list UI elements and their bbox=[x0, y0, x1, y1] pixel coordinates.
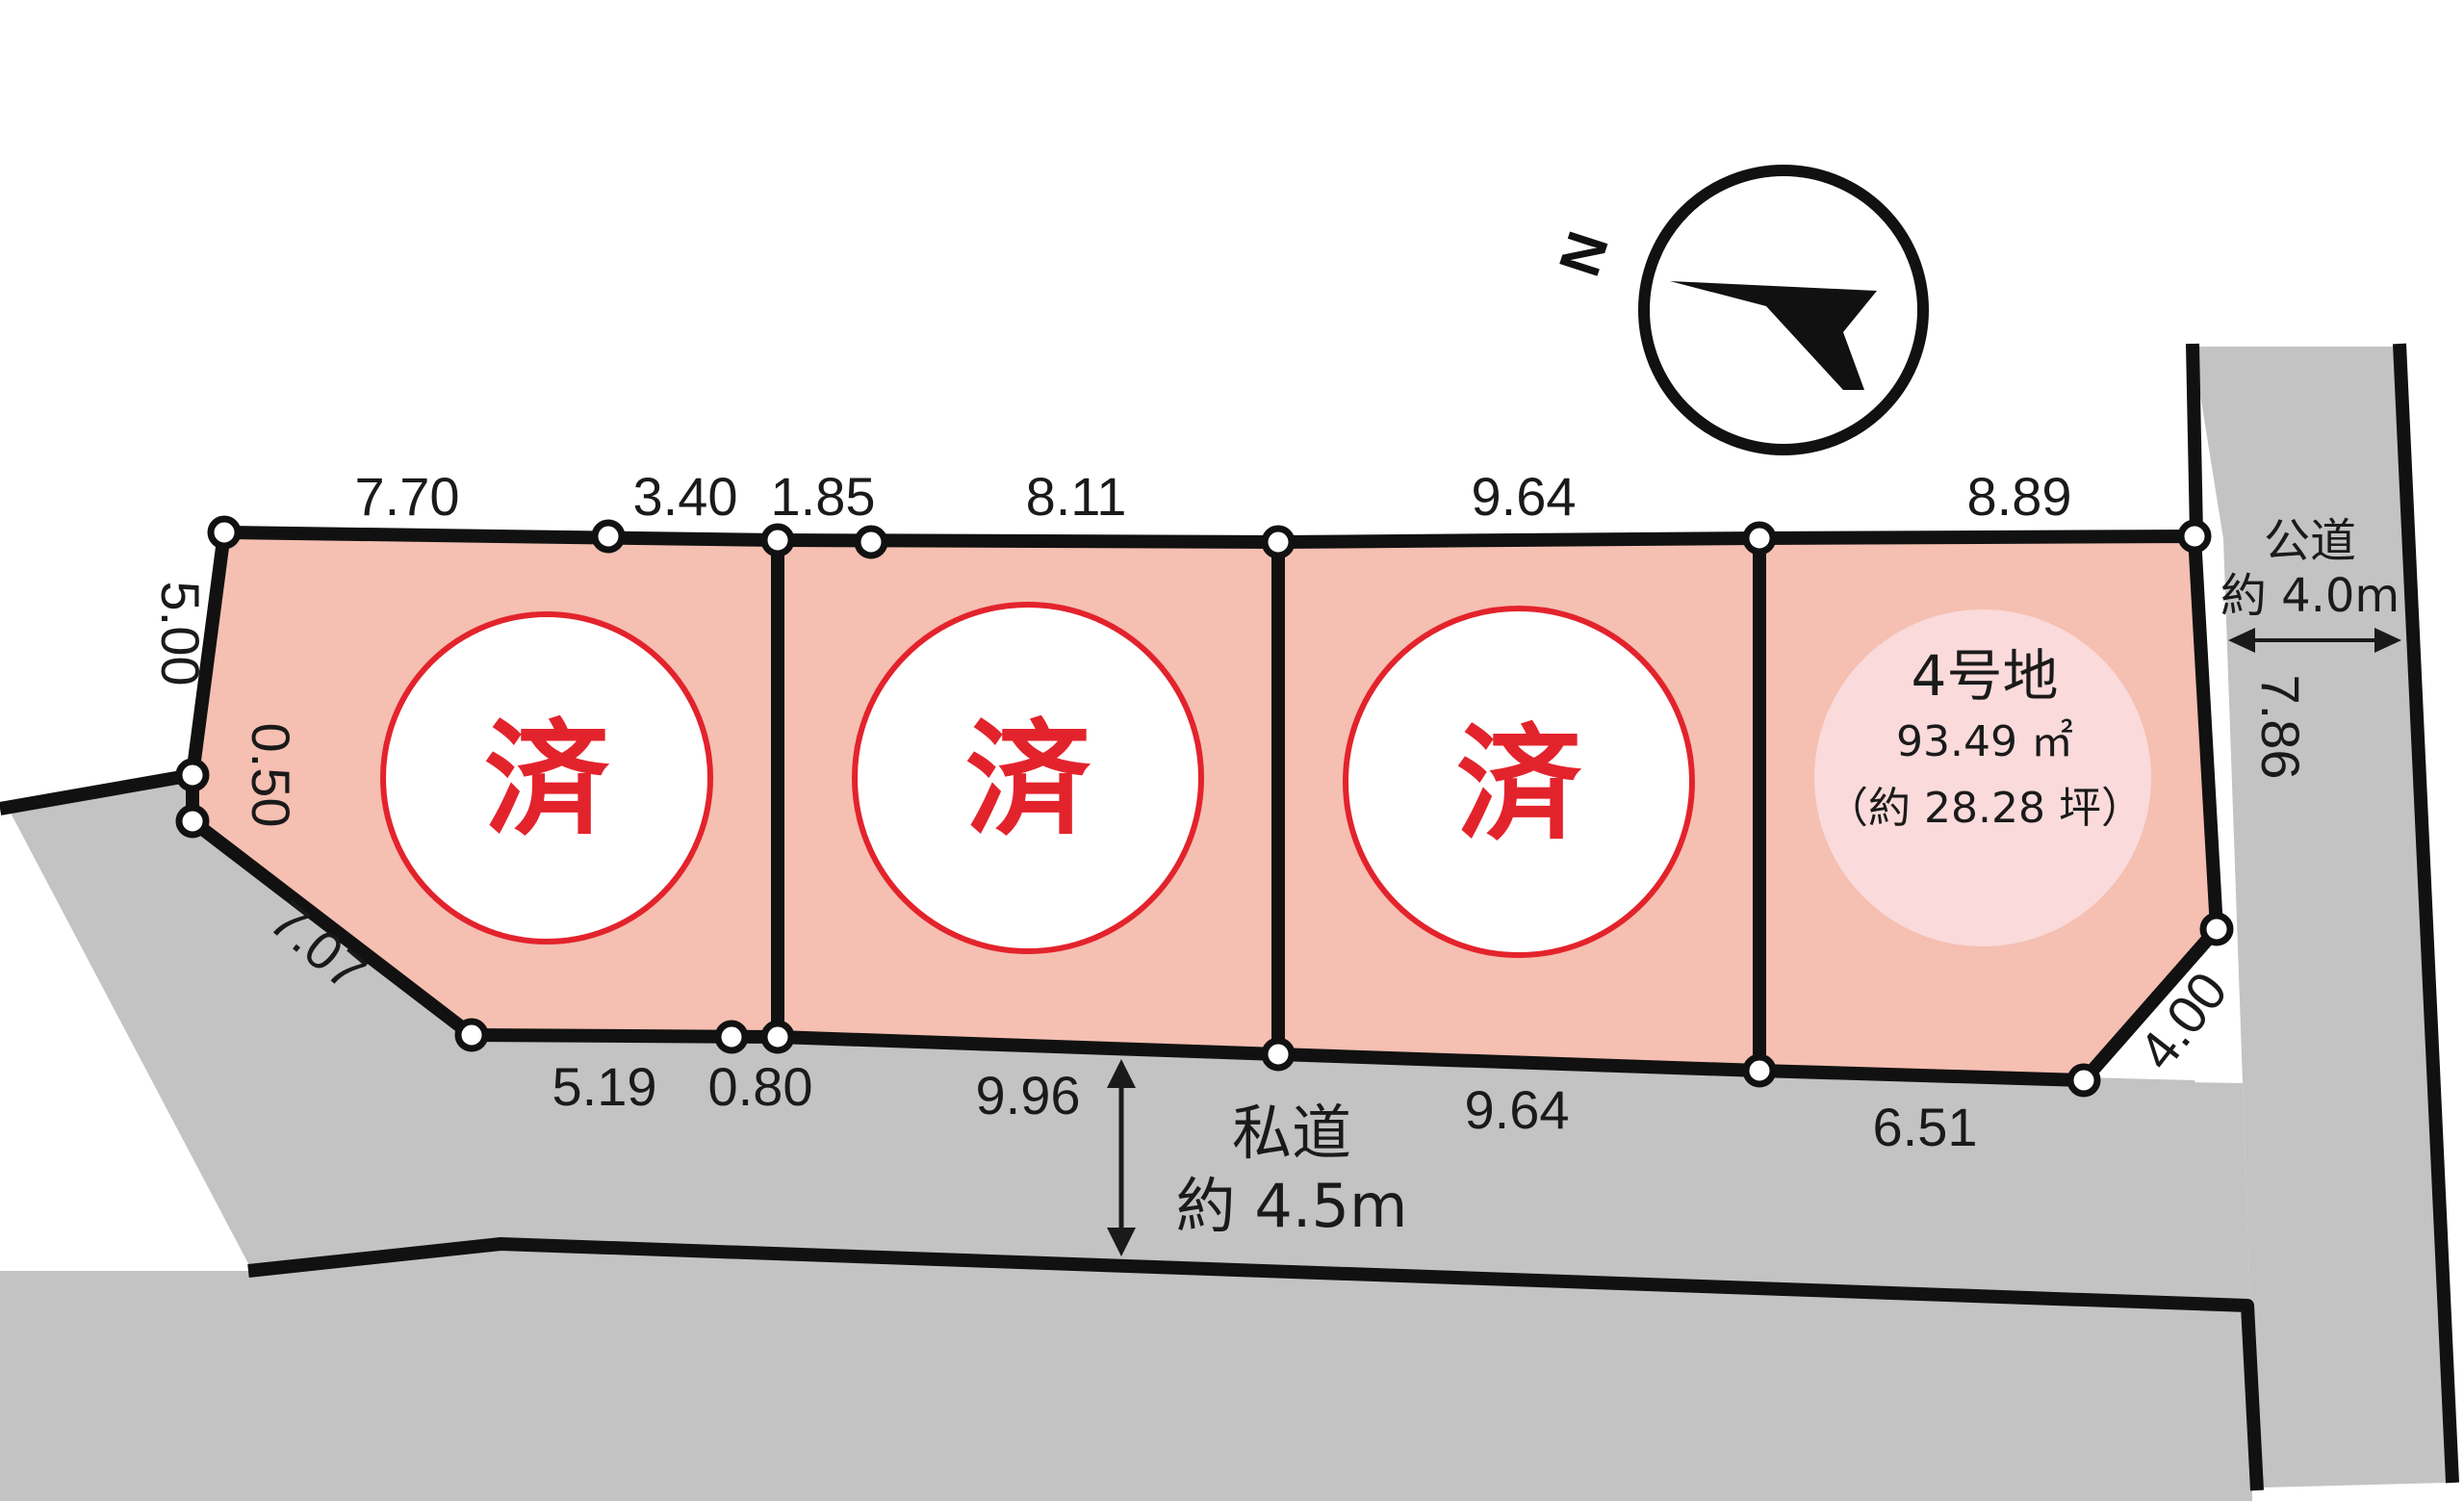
lot-4-area: 93.49 ㎡ bbox=[1896, 717, 2073, 766]
lot-4-area-tsubo: （約 28.28 坪） bbox=[1826, 784, 2143, 833]
public-road-width: 約 4.0m bbox=[2220, 569, 2400, 623]
sold-mark-text: 済 bbox=[1456, 712, 1582, 858]
dim-bottom-2: 0.80 bbox=[708, 1056, 813, 1117]
boundary-marker-7 bbox=[2177, 519, 2212, 554]
private-road-width-arrow-icon bbox=[1107, 1059, 1136, 1256]
boundary-markers bbox=[175, 515, 2234, 1098]
private-road-width: 約 4.5m bbox=[1176, 1171, 1408, 1241]
boundary-marker-14 bbox=[454, 1018, 489, 1052]
sold-mark-lot-1: 済 bbox=[380, 611, 713, 945]
boundary-marker-13 bbox=[714, 1020, 749, 1054]
sold-mark-text: 済 bbox=[484, 707, 610, 853]
lot-4-info[interactable]: 4号地 93.49 ㎡ （約 28.28 坪） bbox=[1814, 609, 2151, 946]
public-road-width-arrow-icon bbox=[2228, 628, 2401, 653]
dim-top-2: 3.40 bbox=[633, 466, 738, 527]
dim-top-6: 8.89 bbox=[1967, 466, 2072, 527]
dim-left: 5.00 bbox=[150, 582, 211, 686]
lot-boundaries bbox=[0, 343, 2459, 1491]
boundary-marker-2 bbox=[591, 519, 626, 554]
dim-bottom-3: 9.96 bbox=[976, 1065, 1081, 1126]
dim-right: 7.86 bbox=[2250, 675, 2311, 780]
sold-mark-text: 済 bbox=[965, 707, 1091, 853]
private-road-surface bbox=[5, 775, 2250, 1302]
sold-mark-lot-2: 済 bbox=[852, 602, 1204, 954]
lot-4-name: 4号地 bbox=[1912, 643, 2059, 709]
boundary-marker-8 bbox=[2199, 912, 2234, 946]
boundary-marker-16 bbox=[175, 758, 210, 792]
boundary-marker-11 bbox=[1261, 1037, 1296, 1072]
boundary-marker-3 bbox=[760, 523, 795, 557]
dim-top-3: 1.85 bbox=[771, 466, 876, 527]
boundary-marker-9 bbox=[2066, 1063, 2101, 1098]
dim-bottom-4: 9.64 bbox=[1465, 1079, 1570, 1140]
sold-mark-lot-3: 済 bbox=[1343, 606, 1695, 958]
north-label: N bbox=[1547, 224, 1621, 284]
boundary-marker-10 bbox=[1742, 1053, 1777, 1088]
dim-top-4: 8.11 bbox=[1026, 466, 1127, 527]
north-arrow-icon: N bbox=[1547, 165, 1929, 455]
dim-bottom-5: 6.51 bbox=[1873, 1097, 1978, 1157]
dim-bottom-1: 5.19 bbox=[552, 1056, 657, 1117]
boundary-marker-1 bbox=[207, 515, 242, 550]
dim-top-5: 9.64 bbox=[1472, 466, 1577, 527]
boundary-marker-5 bbox=[1261, 525, 1296, 559]
boundary-marker-6 bbox=[1742, 521, 1777, 556]
boundary-marker-15 bbox=[175, 804, 210, 839]
public-road-name: 公道 bbox=[2264, 514, 2356, 568]
dim-top-1: 7.70 bbox=[355, 466, 460, 527]
dim-left-notch: 0.50 bbox=[241, 723, 301, 828]
boundary-marker-12 bbox=[760, 1020, 795, 1054]
boundary-marker-4 bbox=[854, 525, 888, 559]
private-road-name: 私道 bbox=[1232, 1098, 1351, 1168]
